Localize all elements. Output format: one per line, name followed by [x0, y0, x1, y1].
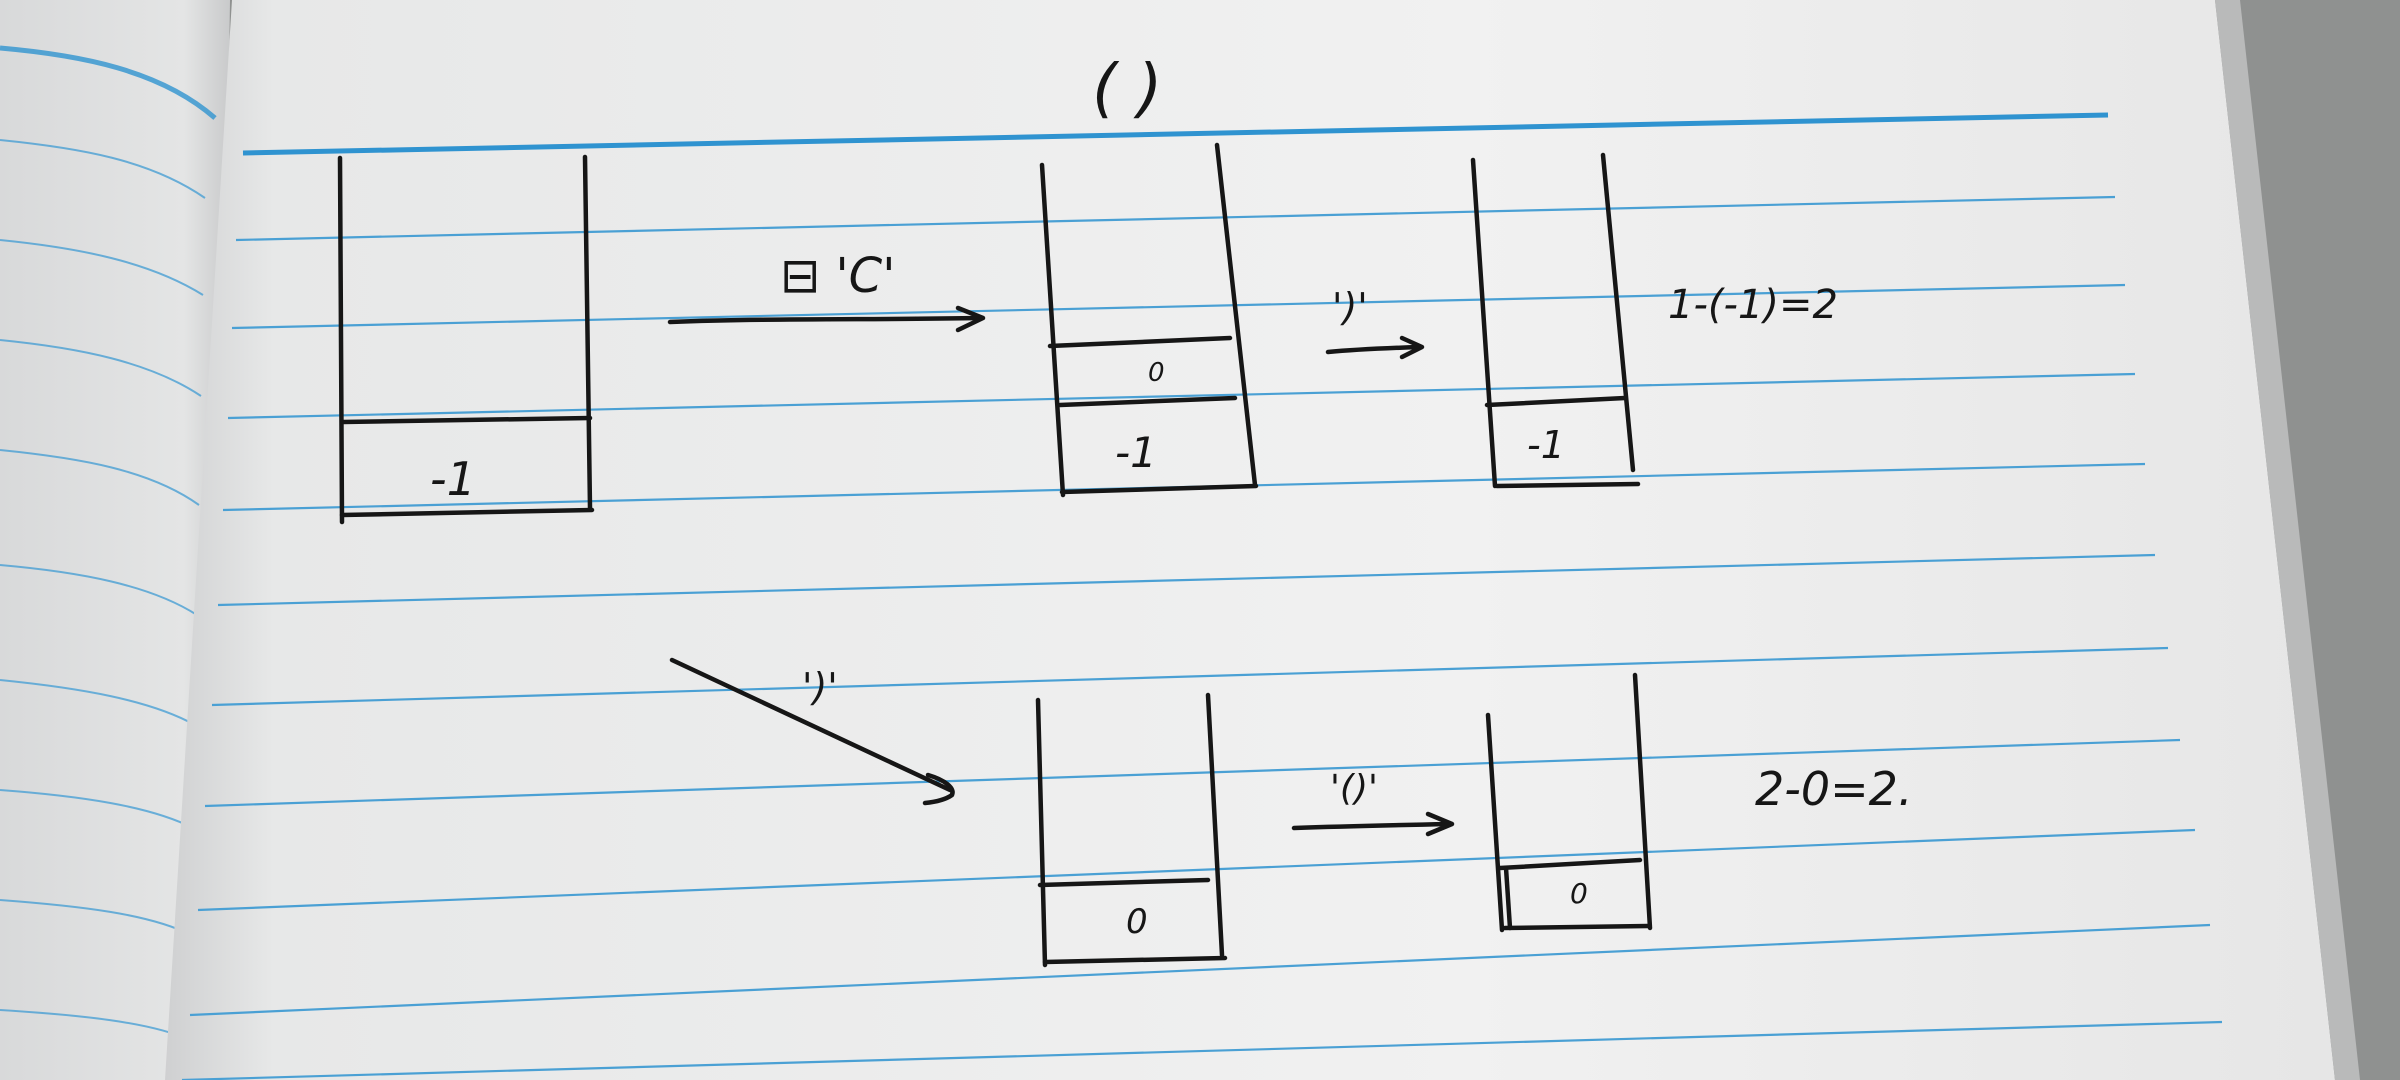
arrow-push-open — [667, 305, 986, 333]
page-edge-shadow — [2215, 0, 2360, 1080]
stack-after-push-open — [1039, 142, 1259, 498]
notebook-page — [165, 0, 2335, 1080]
result-1: 1-(-1)=2 — [1668, 282, 1838, 328]
result-2: 2-0=2. — [1755, 762, 1913, 816]
arrow-close-reset — [669, 657, 955, 806]
arrow-pop-close — [1325, 335, 1425, 360]
transition-label-pair: '()' — [1330, 768, 1378, 809]
stack-after-close-reset — [1035, 692, 1228, 968]
stack-after-close-reset-cell-0: 0 — [1126, 902, 1148, 942]
transition-label-close-reset: ')' — [802, 665, 838, 709]
transition-label-pop-close: ')' — [1332, 285, 1368, 329]
stack-after-pair-cell-0: 0 — [1570, 877, 1588, 910]
stack-after-pop-close-cell-0: -1 — [1527, 423, 1565, 467]
stack-after-push-open-cell-0: 0 — [1148, 358, 1165, 388]
stack-after-pop-close — [1470, 152, 1641, 489]
left-page — [0, 0, 230, 1080]
stack-initial-cell-0: -1 — [430, 452, 476, 506]
stack-after-push-open-cell-1: -1 — [1115, 428, 1157, 477]
transition-label-push-open: ⊟ 'C' — [780, 248, 895, 304]
stack-after-pair — [1485, 672, 1653, 933]
arrow-pair — [1291, 811, 1455, 837]
page-heading: ( ) — [1092, 52, 1162, 126]
stack-initial — [337, 154, 595, 525]
